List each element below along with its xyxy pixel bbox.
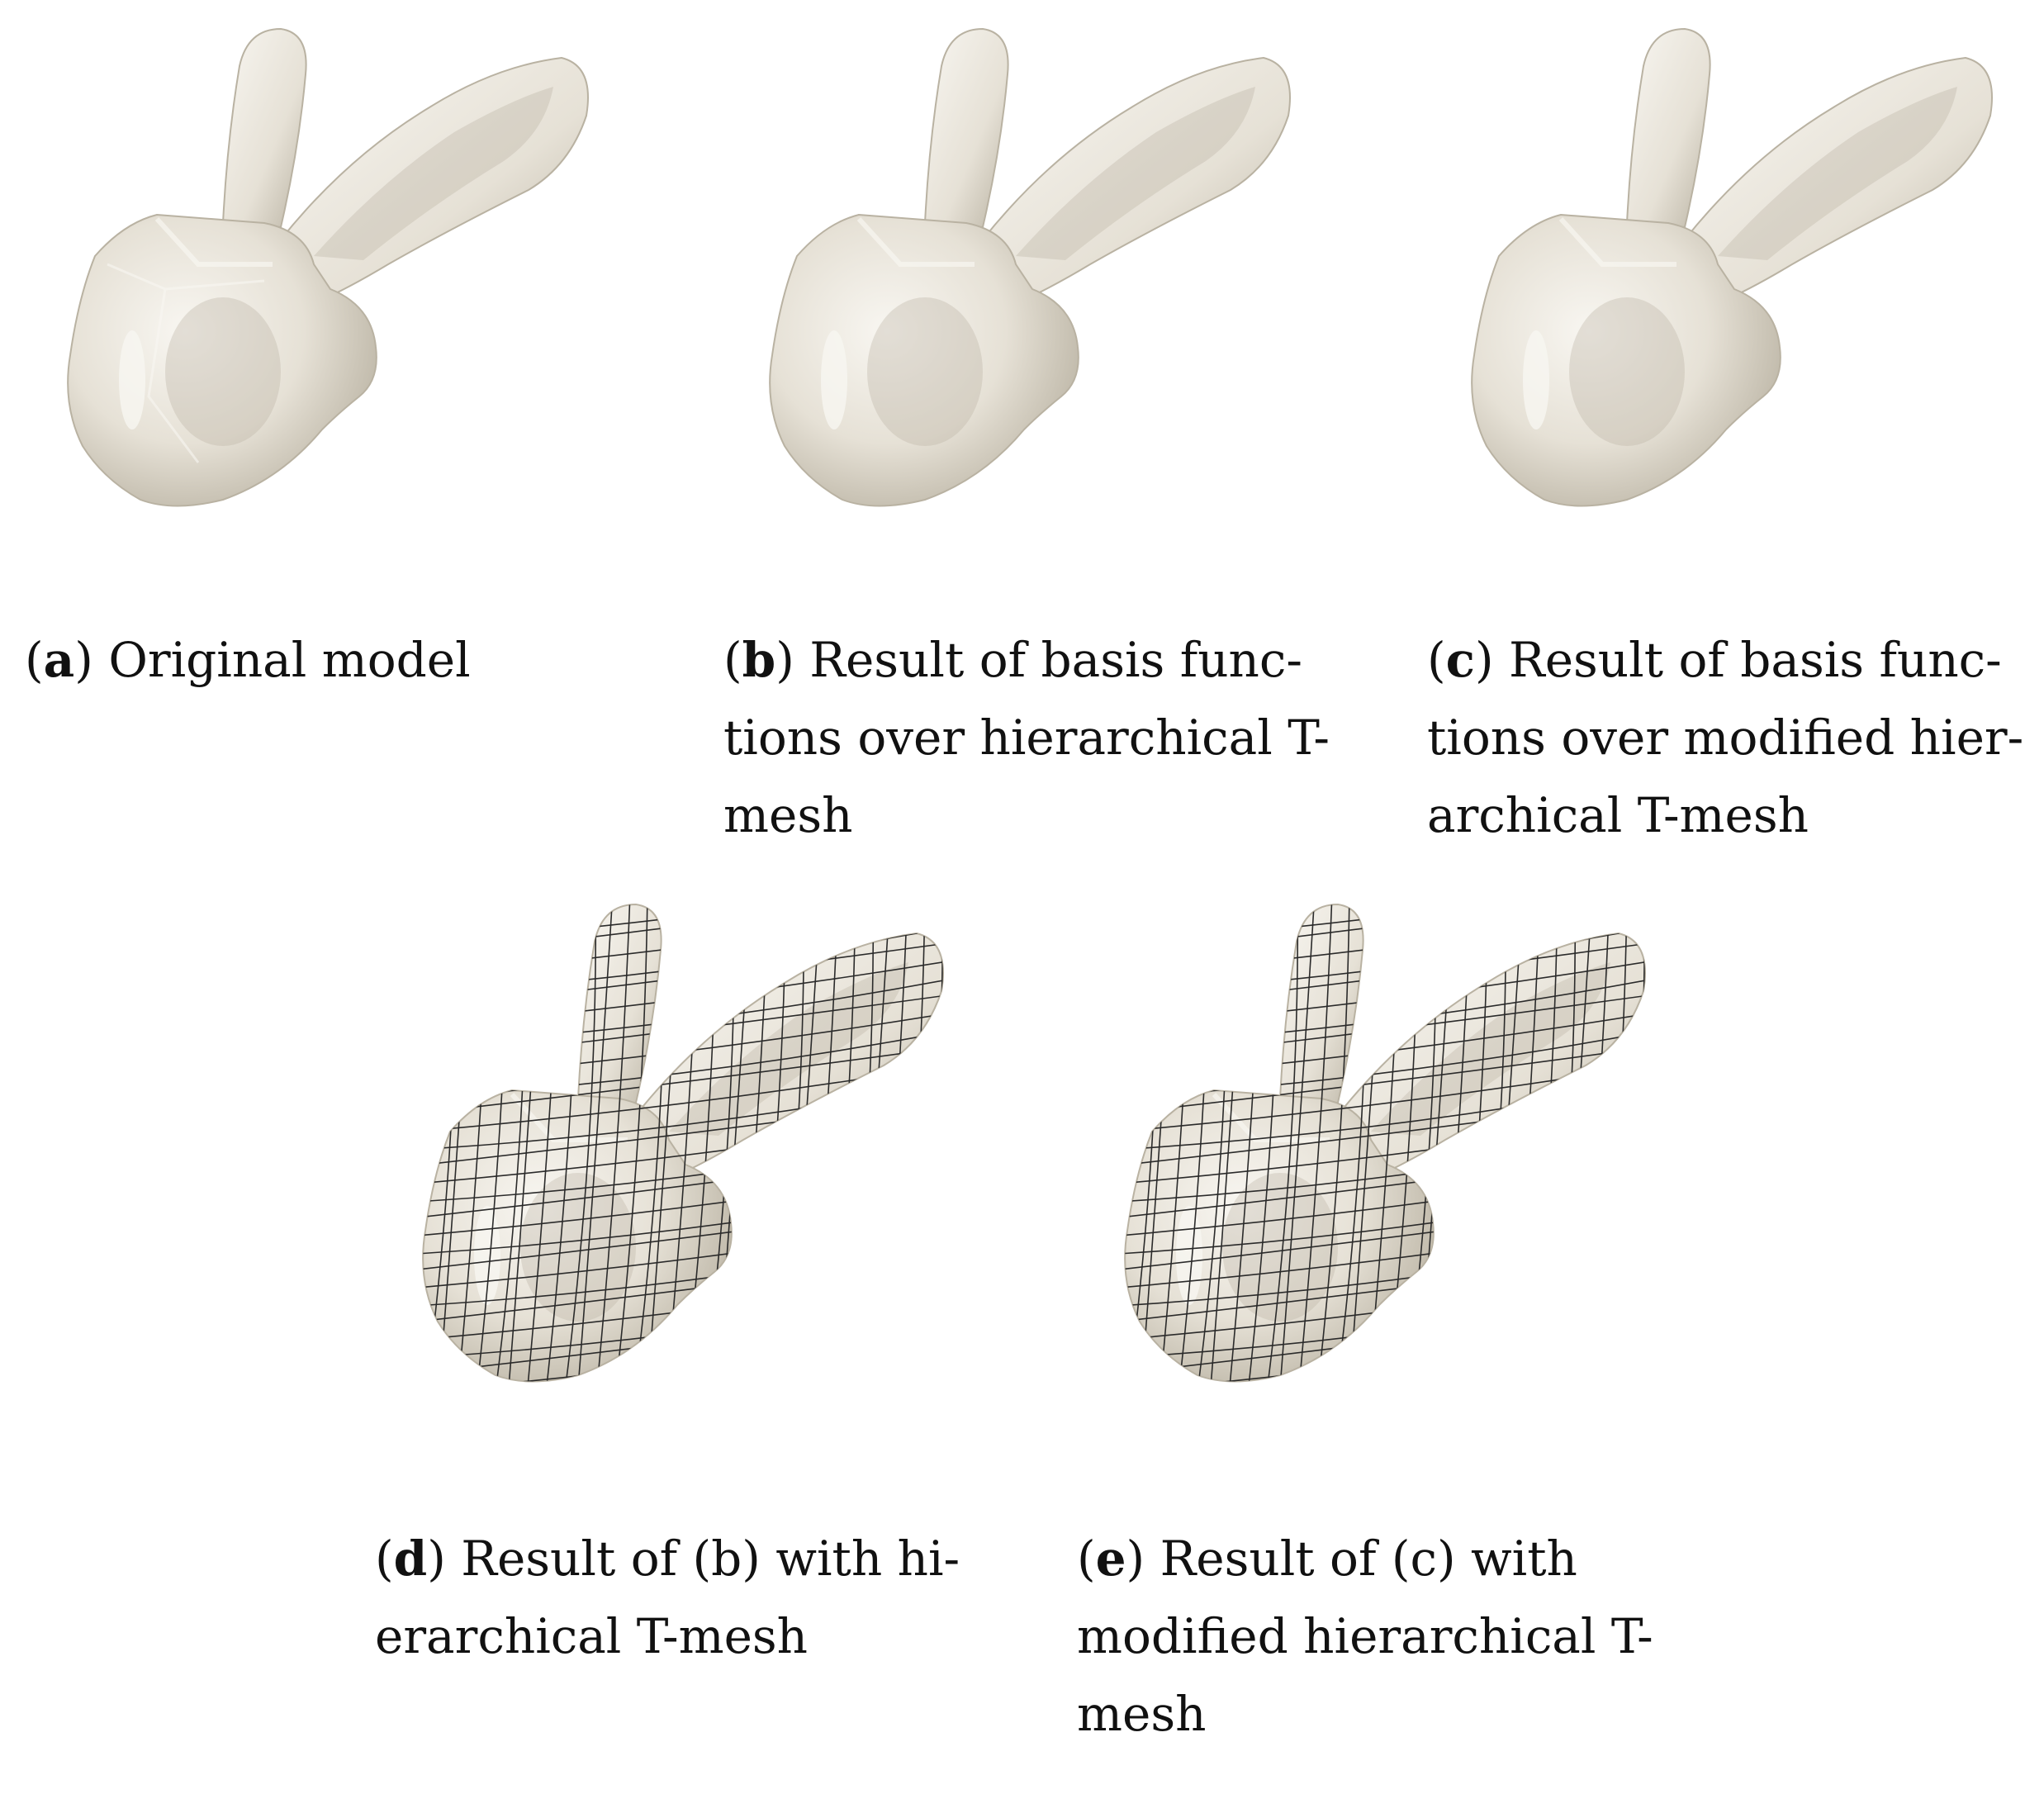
- mesh-line-vertical: [709, 904, 752, 1382]
- mesh-line-vertical: [1090, 892, 1107, 1470]
- brow-highlight: [1558, 216, 1676, 267]
- caption-b: (b) Result of basis func- tions over hie…: [723, 621, 1368, 854]
- back-ear-shape: [1683, 56, 1993, 303]
- cheek-highlight: [1523, 330, 1549, 430]
- caption-line: (a) Original model: [25, 632, 471, 688]
- back-ear-shape: [279, 56, 589, 303]
- front-ear-shape: [576, 903, 662, 1104]
- mesh-line-vertical: [388, 892, 405, 1470]
- panel-a: [33, 17, 628, 595]
- head-shape: [422, 1089, 733, 1383]
- mesh-line-vertical: [1255, 904, 1299, 1382]
- mesh-line-horizontal: [1125, 904, 1645, 909]
- caption-line: mesh: [723, 787, 853, 843]
- mesh-line-vertical: [1411, 904, 1454, 1382]
- head-shape: [1124, 1089, 1435, 1383]
- panel-c: [1437, 17, 2032, 595]
- ear-inner-shading: [1016, 87, 1255, 260]
- panel-b: [735, 17, 1330, 595]
- front-ear-shape: [221, 27, 307, 229]
- brow-highlight: [1212, 1092, 1330, 1142]
- caption-a: (a) Original model: [25, 621, 669, 699]
- panel-e: [1090, 892, 1685, 1470]
- caption-line: (e) Result of (c) with: [1077, 1531, 1577, 1587]
- mesh-line-horizontal: [1125, 904, 1645, 927]
- caption-line: (b) Result of basis func-: [723, 632, 1302, 688]
- ear-inner-shading: [1718, 87, 1957, 260]
- caption-line: (c) Result of basis func-: [1427, 632, 2002, 688]
- brow-highlight: [154, 216, 273, 267]
- caption-text: Result of basis func-: [1509, 632, 2002, 688]
- mesh-line-vertical: [727, 904, 770, 1382]
- mesh-line-vertical: [588, 904, 631, 1382]
- brow-highlight: [856, 216, 975, 267]
- caption-letter: a: [43, 632, 75, 688]
- head-shape: [67, 213, 377, 507]
- mesh-line-horizontal: [423, 904, 943, 944]
- cheek-highlight: [821, 330, 847, 430]
- back-ear-shape: [981, 56, 1291, 303]
- eye-socket-shading: [1569, 297, 1685, 446]
- caption-line: mesh: [1077, 1686, 1207, 1742]
- mesh-line-vertical: [423, 904, 440, 1382]
- caption-d: (d) Result of (b) with hi- erarchical T-…: [375, 1520, 1003, 1675]
- mesh-line-vertical: [388, 892, 422, 1470]
- bunny-render-a: [67, 27, 589, 507]
- eye-socket-shading: [520, 1173, 636, 1322]
- front-ear-shape: [923, 27, 1009, 229]
- caption-letter: c: [1445, 632, 1475, 688]
- mesh-line-vertical: [1273, 904, 1316, 1382]
- caption-text: Original model: [108, 632, 471, 688]
- mesh-line-vertical: [571, 904, 614, 1382]
- front-ear-shape: [1278, 903, 1364, 1104]
- caption-e: (e) Result of (c) with modified hierarch…: [1077, 1520, 1705, 1753]
- bunny-wireframe-e: [1090, 892, 1646, 1470]
- caption-letter: b: [742, 632, 776, 688]
- mesh-line-vertical: [605, 904, 648, 1382]
- mesh-line-vertical: [1307, 904, 1350, 1382]
- ear-inner-shading: [669, 962, 908, 1136]
- mesh-line-vertical: [553, 904, 597, 1382]
- panel-d: [388, 892, 983, 1470]
- bunny-render-b: [769, 27, 1291, 507]
- head-shape: [769, 213, 1079, 507]
- mesh-line-horizontal: [423, 904, 943, 909]
- caption-text: Result of (b) with hi-: [461, 1531, 960, 1587]
- eye-socket-shading: [165, 297, 281, 446]
- caption-letter: d: [393, 1531, 428, 1587]
- mesh-line-vertical: [1429, 904, 1472, 1382]
- eye-socket-shading: [1222, 1173, 1338, 1322]
- mesh-line-vertical: [1290, 904, 1333, 1382]
- mesh-line-vertical: [1090, 892, 1124, 1470]
- ear-inner-shading: [1371, 962, 1610, 1136]
- caption-letter: e: [1095, 1531, 1126, 1587]
- bunny-render-c: [1471, 27, 1993, 507]
- brow-highlight: [510, 1092, 628, 1142]
- eye-socket-shading: [867, 297, 983, 446]
- caption-line: tions over modified hier-: [1427, 710, 2024, 766]
- front-ear-shape: [1625, 27, 1711, 229]
- caption-line: (d) Result of (b) with hi-: [375, 1531, 960, 1587]
- caption-line: tions over hierarchical T-: [723, 710, 1330, 766]
- caption-text: Result of (c) with: [1160, 1531, 1577, 1587]
- mesh-line-vertical: [1446, 904, 1489, 1382]
- caption-c: (c) Result of basis func- tions over mod…: [1427, 621, 2038, 854]
- mesh-line-horizontal: [1125, 904, 1645, 944]
- head-shape: [1471, 213, 1781, 507]
- caption-line: modified hierarchical T-: [1077, 1608, 1653, 1664]
- mesh-line-vertical: [1125, 904, 1142, 1382]
- caption-line: archical T-mesh: [1427, 787, 1809, 843]
- bunny-wireframe-d: [388, 892, 944, 1470]
- facet-edges: [107, 263, 265, 463]
- mesh-line-vertical: [744, 904, 787, 1382]
- mesh-line-horizontal: [423, 904, 943, 927]
- caption-line: erarchical T-mesh: [375, 1608, 809, 1664]
- cheek-highlight: [119, 330, 145, 430]
- caption-text: Result of basis func-: [809, 632, 1302, 688]
- ear-inner-shading: [314, 87, 553, 260]
